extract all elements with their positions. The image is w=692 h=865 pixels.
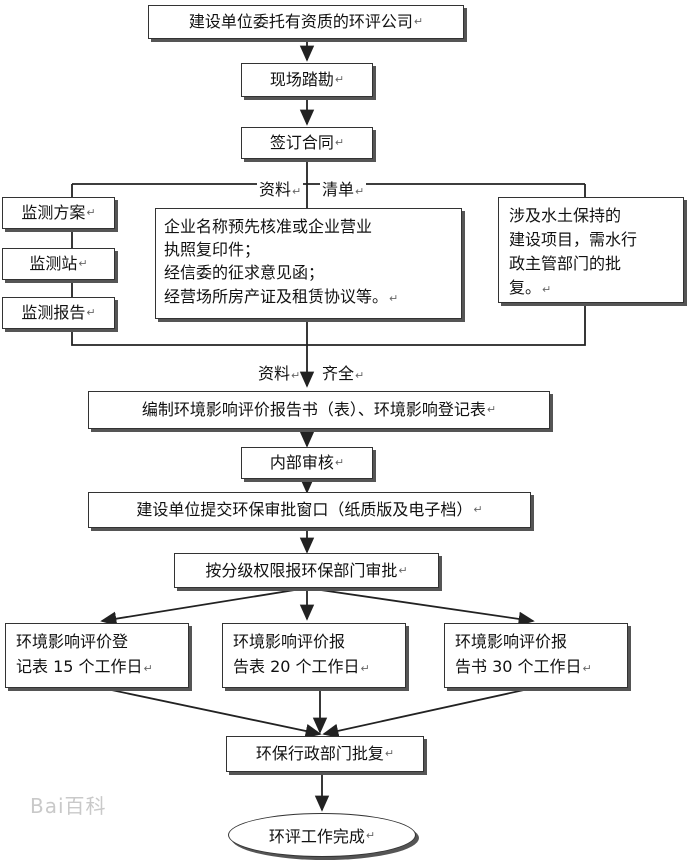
step-official-reply: 环保行政部门批复↵ (226, 736, 424, 772)
step-graded-approval: 按分级权限报环保部门审批↵ (174, 553, 439, 588)
arrow-a3-9 (322, 687, 534, 738)
label-materials-bottom: 资料↵ (258, 364, 301, 383)
doc-line-3: 经信委的征求意见函； (164, 263, 325, 283)
soil-line-2: 建设项目，需水行 (509, 230, 638, 249)
step-site-survey: 现场踏勘↵ (241, 63, 373, 97)
step-site-survey-label: 现场踏勘 (269, 70, 334, 89)
step-internal-review: 内部审核↵ (241, 447, 373, 479)
doc-line-1: 企业名称预先核准或企业营业 (164, 217, 373, 236)
doc-line-2: 执照复印件； (164, 240, 261, 260)
label-materials-top: 资料↵ (257, 176, 304, 200)
soil-water-conservation-box: 涉及水土保持的 建设项目，需水行 政主管部门的批 复。↵ (498, 197, 684, 303)
approval-report-book: 环境影响评价报 告书 30 个工作日↵ (444, 623, 628, 688)
step-entrust-firm-label: 建设单位委托有资质的环评公司 (188, 12, 413, 31)
step-entrust-firm: 建设单位委托有资质的环评公司↵ (148, 5, 464, 39)
step-prepare-report: 编制环境影响评价报告书（表）、环境影响登记表↵ (88, 391, 550, 429)
step-sign-contract: 签订合同↵ (241, 127, 373, 159)
arrow-8-a3 (306, 587, 535, 627)
arrow-a1-9 (101, 687, 322, 739)
item-monitoring-station: 监测站↵ (2, 248, 115, 280)
item-monitoring-plan: 监测方案↵ (2, 197, 115, 229)
label-list: 清单↵ (320, 176, 367, 200)
item-monitoring-report: 监测报告↵ (2, 297, 115, 329)
approval-registration-form: 环境影响评价登 记表 15 个工作日↵ (5, 623, 189, 688)
approval-report-form: 环境影响评价报 告表 20 个工作日↵ (222, 623, 406, 688)
doc-line-4: 经营场所房产证及租赁协议等。↵ (164, 286, 399, 306)
baidu-watermark: Bai百科 (30, 794, 107, 818)
soil-line-4: 复。↵ (509, 278, 552, 297)
soil-line-1: 涉及水土保持的 (509, 206, 622, 225)
step-complete-ellipse: 环评工作完成↵ (228, 813, 416, 857)
arrow-8-a1 (100, 587, 308, 626)
required-documents-box: 企业名称预先核准或企业营业 执照复印件； 经信委的征求意见函； 经营场所房产证及… (155, 208, 462, 319)
label-complete: 齐全↵ (322, 364, 365, 383)
step-sign-contract-label: 签订合同 (269, 133, 334, 152)
soil-line-3: 政主管部门的批 (509, 254, 622, 273)
step-submit-window: 建设单位提交环保审批窗口（纸质版及电子档）↵ (88, 492, 531, 528)
